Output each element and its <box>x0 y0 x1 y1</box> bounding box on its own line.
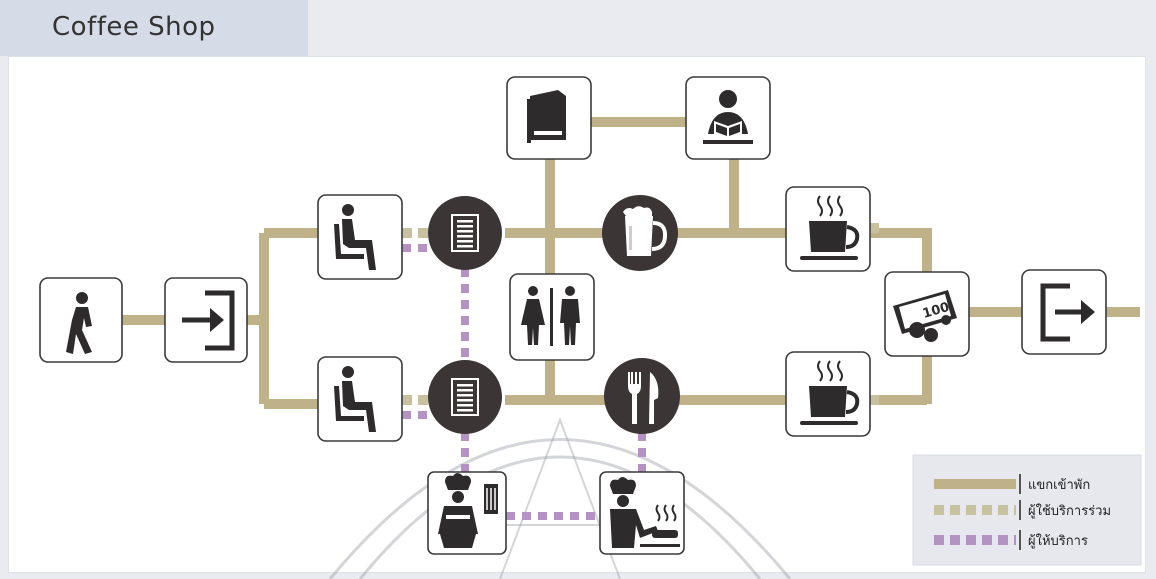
node-coffee-top <box>786 187 870 271</box>
legend-label-staff: ผู้ให้บริการ <box>1028 533 1088 549</box>
menu-icon <box>451 378 479 416</box>
legend-label-guest: แขกเข้าพัก <box>1028 478 1090 493</box>
node-seat-bottom <box>318 357 402 441</box>
node-chef-left <box>428 472 506 554</box>
node-restroom <box>510 274 594 360</box>
node-chef-right <box>600 472 684 554</box>
book-icon <box>527 90 566 143</box>
node-book <box>507 77 591 159</box>
node-reader <box>686 77 770 159</box>
legend-swatch-solid <box>934 479 1016 489</box>
node-walk <box>40 278 122 362</box>
node-mug <box>602 195 678 271</box>
node-menu-top <box>428 196 502 270</box>
node-coffee-bottom <box>786 352 870 436</box>
node-cutlery <box>604 358 680 434</box>
node-seat-top <box>318 195 402 279</box>
watermark-seal <box>330 420 790 579</box>
legend: แขกเข้าพัก ผู้ใช้บริการร่วม ผู้ให้บริการ <box>913 455 1141 565</box>
menu-icon <box>451 214 479 252</box>
node-menu-bottom <box>428 360 502 434</box>
node-enter <box>165 278 247 362</box>
legend-label-shared: ผู้ใช้บริการร่วม <box>1028 503 1111 519</box>
node-payment: 100 <box>885 272 969 356</box>
node-exit <box>1022 270 1106 354</box>
